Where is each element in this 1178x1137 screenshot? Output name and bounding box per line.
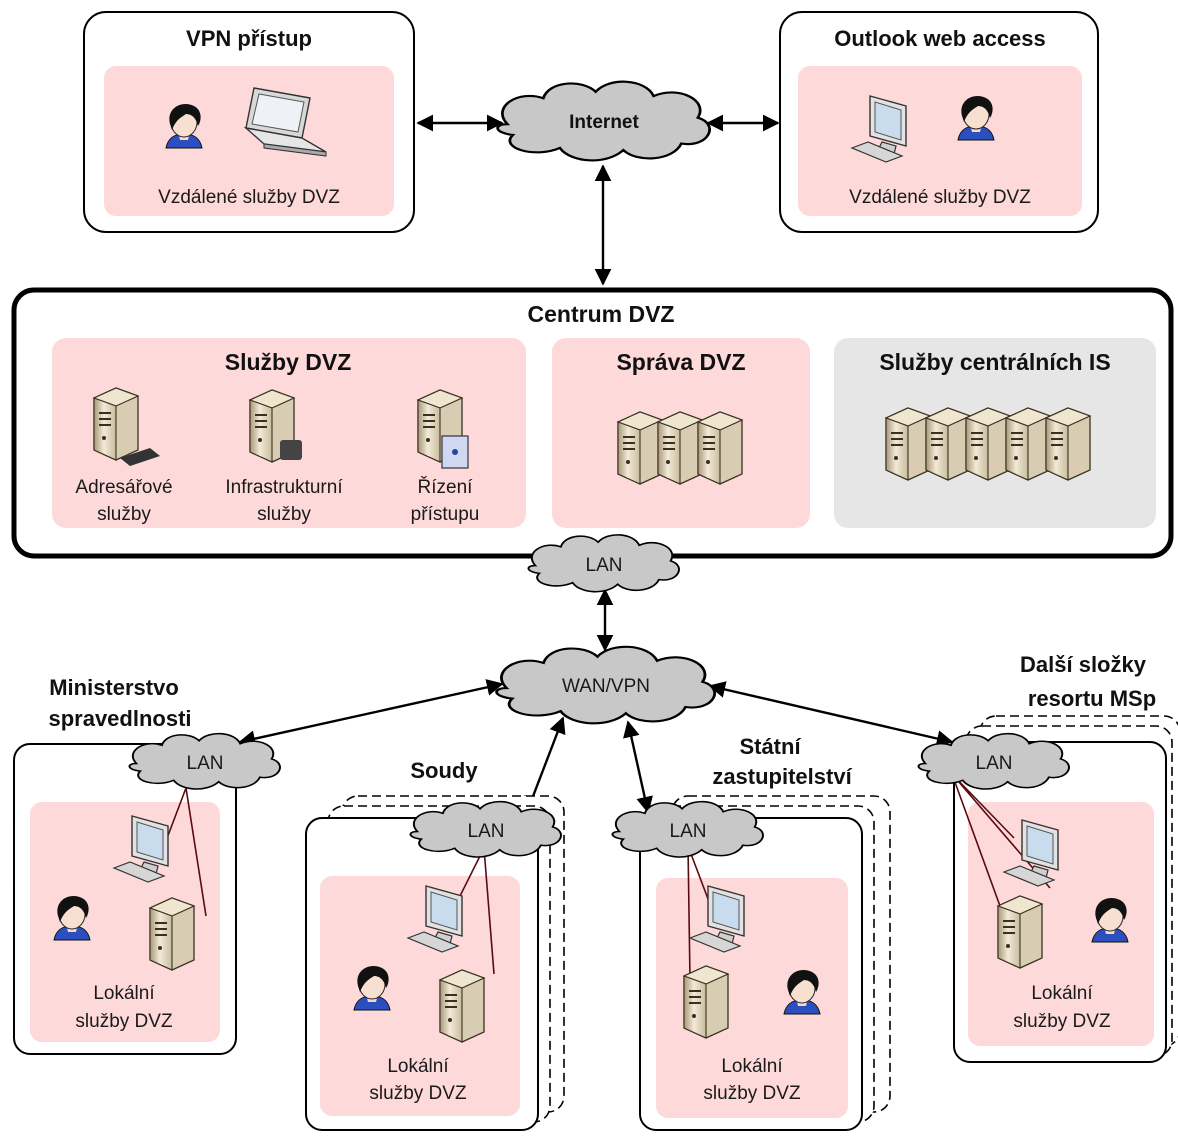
arrow-wan-dalsi	[708, 681, 954, 747]
statni-title-line1: Státní	[739, 734, 801, 759]
statni-caption-line2: služby DVZ	[703, 1083, 801, 1104]
dalsi-title-line2: resortu MSp	[1028, 686, 1156, 711]
soudy-lan-label: LAN	[468, 821, 505, 842]
server-icon	[1045, 407, 1091, 481]
sluzby-item-2-line2: služby	[257, 504, 311, 525]
statni-lan-label: LAN	[670, 821, 707, 842]
statni-caption-line1: Lokální	[721, 1056, 783, 1077]
arrow-wan-ministerstvo	[238, 679, 504, 747]
server-icon	[885, 407, 931, 481]
sluzby-title: Služby DVZ	[225, 349, 352, 375]
ministerstvo-caption-line2: služby DVZ	[75, 1011, 173, 1032]
statni-title-line2: zastupitelství	[712, 764, 852, 789]
local-server-icon	[439, 969, 485, 1043]
site-statni: Státní zastupitelství LAN Lokální služby…	[611, 734, 891, 1131]
vpn-access-box: VPN přístup Vzdálené služby DVZ	[83, 11, 415, 233]
dalsi-caption-line2: služby DVZ	[1013, 1011, 1111, 1032]
server-icon	[697, 411, 743, 485]
site-dalsi: Další složky resortu MSp LAN Lokální slu…	[917, 652, 1178, 1063]
internet-cloud: Internet	[496, 80, 711, 162]
server-icon	[617, 411, 663, 485]
server-icon	[1005, 407, 1051, 481]
sluzby-item-2-line1: Infrastrukturní	[225, 477, 343, 498]
sluzby-dvz-panel: Služby DVZ Adresářové služby Infrastrukt…	[52, 338, 526, 528]
owa-caption: Vzdálené služby DVZ	[849, 187, 1031, 208]
connection-arrows	[238, 114, 954, 814]
centralni-is-panel: Služby centrálních IS	[834, 338, 1156, 528]
soudy-caption-line1: Lokální	[387, 1056, 449, 1077]
arrow-wan-statni	[623, 720, 653, 814]
soudy-title: Soudy	[410, 758, 478, 783]
wan-vpn-cloud: WAN/VPN	[495, 645, 717, 725]
dalsi-caption-line1: Lokální	[1031, 983, 1093, 1004]
site-ministerstvo: Ministerstvo spravedlnosti LAN Lokální s…	[13, 675, 281, 1055]
ministerstvo-title-line2: spravedlnosti	[48, 706, 191, 731]
wan-label: WAN/VPN	[562, 676, 650, 697]
dalsi-lan-label: LAN	[976, 753, 1013, 774]
sluzby-item-3-line2: přístupu	[411, 504, 480, 525]
keyboard-icon	[120, 448, 160, 466]
sluzby-item-1-line1: Adresářové	[75, 477, 172, 498]
server-icon	[925, 407, 971, 481]
site-soudy: Soudy LAN Lokální služby DVZ	[305, 758, 565, 1131]
ministerstvo-caption-line1: Lokální	[93, 983, 155, 1004]
directory-server-icon	[93, 387, 139, 461]
dalsi-title-line1: Další složky	[1020, 652, 1147, 677]
centrum-lan-label: LAN	[586, 555, 623, 576]
local-server-icon	[149, 897, 195, 971]
local-server-icon	[997, 895, 1043, 969]
local-server-icon	[683, 965, 729, 1039]
centrum-dvz-box: Centrum DVZ Služby DVZ Adresářové služby…	[11, 287, 1174, 559]
centrum-lan-cloud: LAN	[527, 533, 680, 593]
outlook-web-access-box: Outlook web access Vzdálené služby DVZ	[779, 11, 1099, 233]
sprava-title: Správa DVZ	[616, 349, 745, 375]
vpn-title: VPN přístup	[186, 26, 312, 51]
phone-icon	[280, 440, 302, 460]
owa-title: Outlook web access	[834, 26, 1046, 51]
centrum-title: Centrum DVZ	[528, 301, 675, 327]
sluzby-item-3-line1: Řízení	[418, 476, 474, 498]
sprava-dvz-panel: Správa DVZ	[552, 338, 810, 528]
ministerstvo-lan-label: LAN	[187, 753, 224, 774]
server-icon	[965, 407, 1011, 481]
sluzby-item-1-line2: služby	[97, 504, 151, 525]
central-is-title: Služby centrálních IS	[879, 349, 1110, 375]
vpn-caption: Vzdálené služby DVZ	[158, 187, 340, 208]
server-icon	[657, 411, 703, 485]
internet-label: Internet	[569, 112, 639, 133]
soudy-caption-line2: služby DVZ	[369, 1083, 467, 1104]
ministerstvo-title-line1: Ministerstvo	[49, 675, 179, 700]
